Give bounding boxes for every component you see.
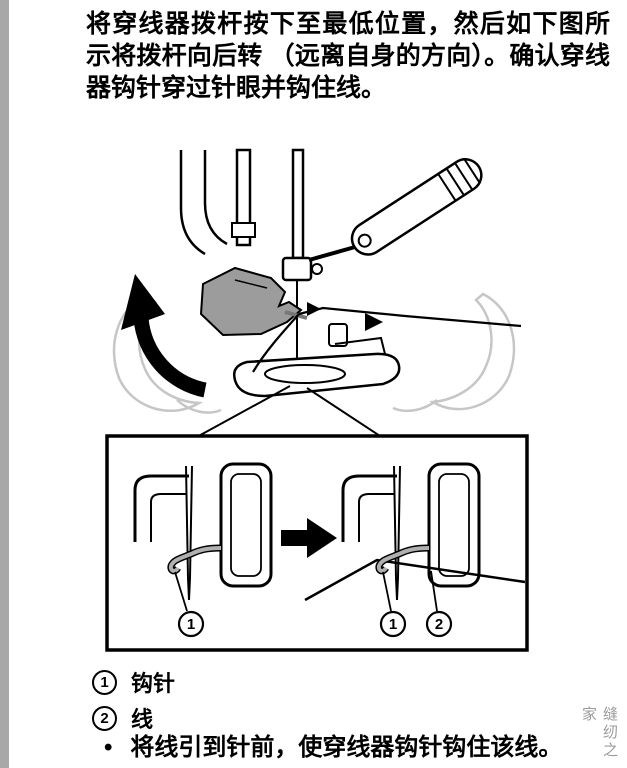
closeup-needle-2 <box>393 465 401 601</box>
presser-bar <box>231 148 256 247</box>
threader-diagram-svg: 1 1 2 <box>105 148 529 652</box>
legend-label-hook: 钩针 <box>131 671 176 696</box>
closeup-thread <box>304 558 526 602</box>
instruction-paragraph: 将穿线器拨杆按下至最低位置，然后如下图所示将拨杆向后转 （远离自身的方向）。确认… <box>86 10 610 102</box>
next-step-arrow-icon <box>281 518 337 558</box>
sewing-machine-drawing <box>112 148 522 414</box>
hook-callout-marker-2: 1 <box>379 610 407 638</box>
curved-rotation-arrow-icon <box>121 274 207 398</box>
threader-mechanism <box>199 266 308 337</box>
threader-lever-knob <box>308 157 483 262</box>
presser-foot <box>233 323 401 398</box>
hook-callout-digit-2: 1 <box>389 616 397 633</box>
legend-label-thread: 线 <box>131 707 154 732</box>
legend-marker-2: 2 <box>92 705 117 731</box>
thread-callout-digit: 2 <box>435 616 443 633</box>
thread-callout-marker: 2 <box>425 610 453 638</box>
machine-housing <box>179 150 228 256</box>
right-hand-outline <box>392 292 516 412</box>
needle-bar <box>281 148 323 282</box>
hook-callout-digit: 1 <box>187 616 195 633</box>
closeup-needle <box>185 465 193 601</box>
legend-marker-1: 1 <box>92 669 117 695</box>
bullet-note-text: 将线引到针前，使穿线器钩针钩住该线。 <box>130 734 563 761</box>
legend: 1 钩针 2 线 <box>92 666 175 738</box>
closeup-before: 1 <box>133 462 273 638</box>
closeup-after: 1 2 <box>304 462 526 638</box>
closeup-hook-2 <box>376 546 430 573</box>
left-hand-outline <box>112 294 222 414</box>
bullet-note: • 将线引到针前，使穿线器钩针钩住该线。 <box>104 733 562 763</box>
small-right-arrow-icon-2 <box>365 313 383 331</box>
legend-item-hook: 1 钩针 <box>92 666 175 698</box>
legend-item-thread: 2 线 <box>92 702 175 734</box>
watermark-text: 缝纫之家 <box>580 706 618 760</box>
bullet-icon: • <box>104 734 113 761</box>
magnifier-callout-lines <box>194 385 384 439</box>
figure-illustration: 1 1 2 <box>85 148 545 662</box>
page-left-margin-bar <box>0 0 9 768</box>
small-right-arrow-icon <box>307 302 321 316</box>
hook-callout-marker: 1 <box>177 610 205 638</box>
closeup-hook <box>168 546 222 573</box>
